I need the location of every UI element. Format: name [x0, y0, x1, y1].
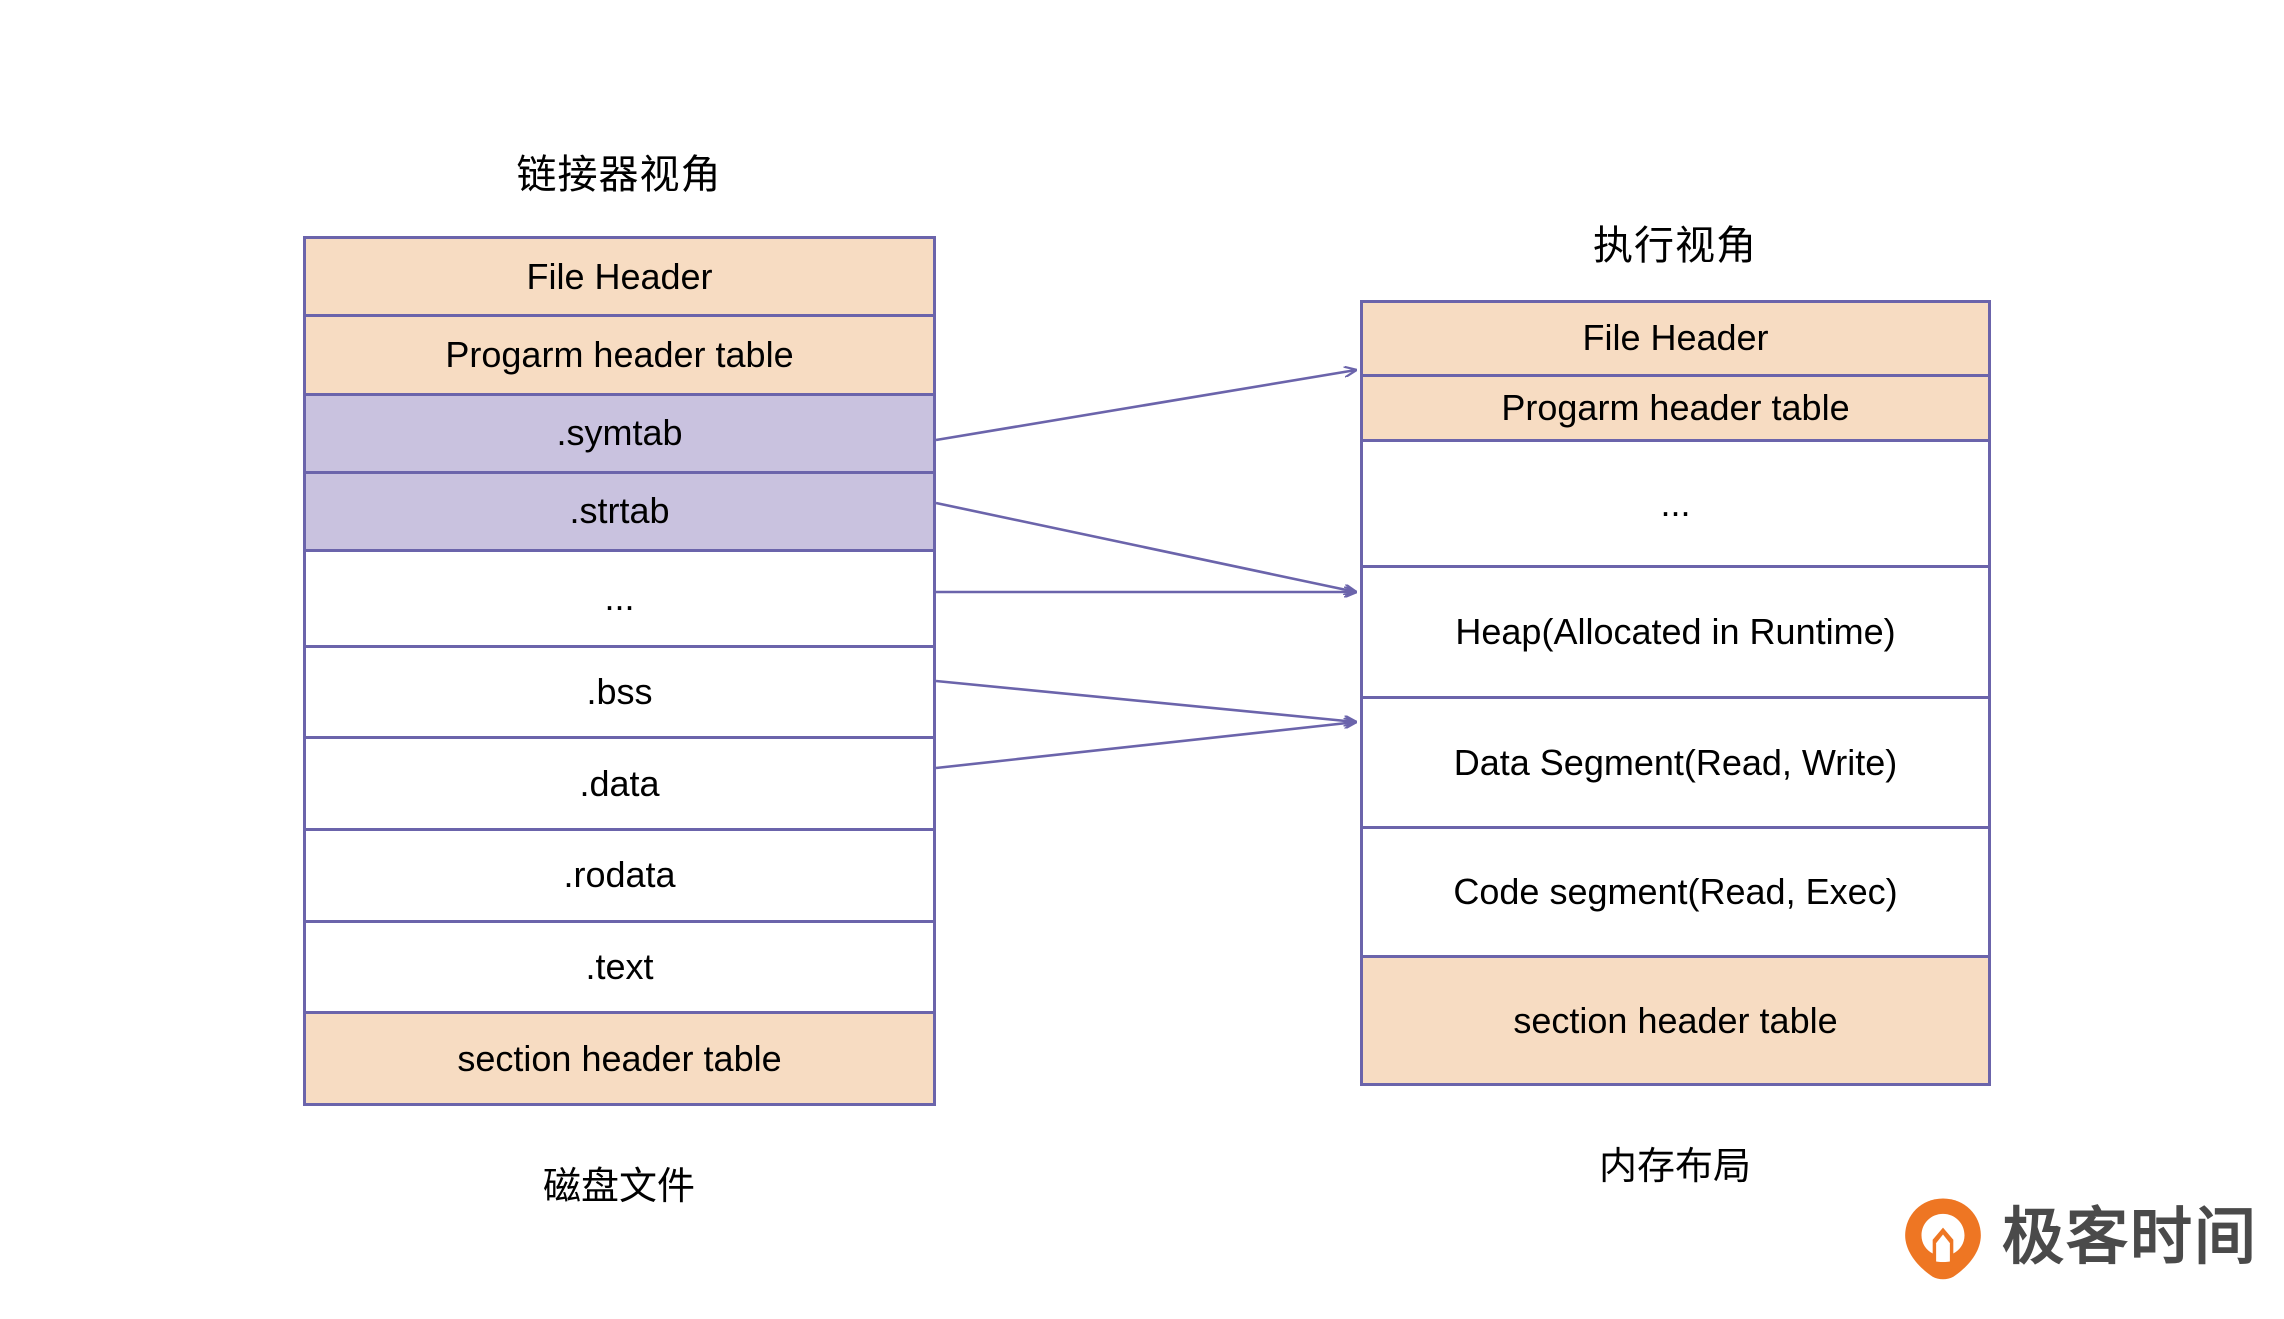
execution-segment-row-label: Progarm header table — [1501, 387, 1850, 429]
linker-section-row-label: .bss — [586, 671, 653, 713]
connector-arrow — [935, 722, 1356, 770]
linker-section-row-label: .strtab — [569, 490, 670, 532]
execution-segment-row-label: Code segment(Read, Exec) — [1453, 871, 1898, 913]
execution-segment-row: ... — [1363, 442, 1988, 568]
linker-section-row: .rodata — [306, 831, 933, 923]
execution-segment-row-label: Data Segment(Read, Write) — [1453, 741, 1898, 783]
execution-segment-row: Data Segment(Read, Write) — [1363, 699, 1988, 829]
linker-section-row: section header table — [306, 1014, 933, 1103]
linker-section-row: Progarm header table — [306, 317, 933, 396]
linker-section-row: .data — [306, 739, 933, 832]
linker-section-row-label: .rodata — [563, 854, 676, 896]
linker-section-row-label: Progarm header table — [445, 333, 794, 375]
linker-view-title: 链接器视角 — [516, 153, 722, 197]
linker-section-row: .bss — [306, 647, 933, 740]
execution-view-title: 执行视角 — [1593, 224, 1757, 268]
execution-segment-row-label: section header table — [1513, 999, 1838, 1041]
execution-segment-row-label: ... — [1660, 482, 1691, 524]
linker-section-row: .text — [306, 922, 933, 1015]
linker-section-row: ... — [306, 552, 933, 648]
connector-arrow — [935, 679, 1356, 722]
memory-layout-caption: 内存布局 — [1598, 1146, 1751, 1188]
execution-segment-row-label: File Header — [1582, 317, 1769, 359]
execution-segment-row: File Header — [1363, 303, 1988, 377]
linker-section-row: .strtab — [306, 473, 933, 552]
execution-segment-row: section header table — [1363, 958, 1988, 1083]
execution-segment-row: Progarm header table — [1363, 376, 1988, 443]
geektime-logo-mark — [1905, 1197, 1981, 1279]
linker-section-row: File Header — [306, 239, 933, 318]
execution-segment-row-label: Heap(Allocated in Runtime) — [1455, 611, 1896, 653]
connector-arrow — [935, 501, 1356, 592]
linker-section-row-label: .symtab — [556, 412, 683, 454]
linker-section-row-label: File Header — [526, 255, 713, 297]
execution-segment-row: Code segment(Read, Exec) — [1363, 828, 1988, 959]
geektime-logo-text: 极客时间 — [2002, 1202, 2259, 1272]
linker-section-row-label: section header table — [457, 1037, 782, 1079]
geektime-logo: 极客时间 — [1900, 1185, 2256, 1290]
linker-section-row-label: .text — [585, 946, 654, 987]
linker-section-row-label: .data — [579, 762, 660, 804]
disk-file-caption: 磁盘文件 — [542, 1166, 695, 1208]
linker-section-row: .symtab — [306, 395, 933, 474]
linker-section-row-label: ... — [604, 577, 635, 619]
execution-segment-row: Heap(Allocated in Runtime) — [1363, 567, 1988, 700]
connector-arrow — [935, 370, 1356, 442]
